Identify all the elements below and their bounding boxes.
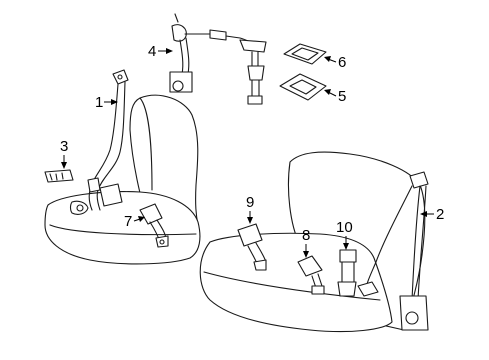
callout-label-10: 10 bbox=[336, 219, 353, 236]
right-seat-cushion bbox=[199, 232, 393, 333]
callout-1: 1 bbox=[95, 94, 118, 111]
callout-label-8: 8 bbox=[302, 227, 310, 244]
callout-9: 9 bbox=[246, 194, 254, 224]
callout-5: 5 bbox=[324, 88, 346, 105]
belt-guide-right-icon bbox=[409, 171, 429, 189]
left-seat-cushion bbox=[44, 191, 201, 265]
part-10-buckle bbox=[337, 249, 357, 297]
callout-label-9: 9 bbox=[246, 194, 254, 211]
callout-6: 6 bbox=[324, 54, 346, 71]
part-9-buckle bbox=[237, 223, 267, 271]
right-retractor-icon bbox=[399, 295, 429, 331]
right-seat bbox=[199, 151, 426, 333]
left-anchor-icon bbox=[69, 200, 89, 215]
callout-label-2: 2 bbox=[436, 206, 444, 223]
part-8-buckle bbox=[297, 255, 325, 295]
callout-10: 10 bbox=[336, 219, 353, 250]
callout-label-3: 3 bbox=[60, 138, 68, 155]
belt-guide-upper-icon bbox=[112, 69, 129, 85]
left-retractor-icon bbox=[99, 183, 123, 207]
callout-label-1: 1 bbox=[95, 94, 103, 111]
part-6-cover bbox=[283, 43, 327, 65]
callout-4: 4 bbox=[148, 43, 173, 60]
callout-label-4: 4 bbox=[148, 43, 156, 60]
left-seat-belt-assembly bbox=[69, 69, 129, 215]
part-5-bezel bbox=[279, 73, 327, 101]
callout-3: 3 bbox=[60, 138, 68, 169]
callout-2: 2 bbox=[420, 206, 444, 223]
part-3-clip bbox=[44, 169, 74, 183]
callout-8: 8 bbox=[302, 227, 310, 258]
callout-7: 7 bbox=[124, 213, 145, 230]
right-seat-belt-assembly bbox=[357, 171, 429, 331]
part-7-buckle bbox=[139, 203, 169, 248]
part-4-belt-with-guide bbox=[169, 13, 267, 105]
callout-label-5: 5 bbox=[338, 88, 346, 105]
callout-label-7: 7 bbox=[124, 213, 132, 230]
callout-label-6: 6 bbox=[338, 54, 346, 71]
